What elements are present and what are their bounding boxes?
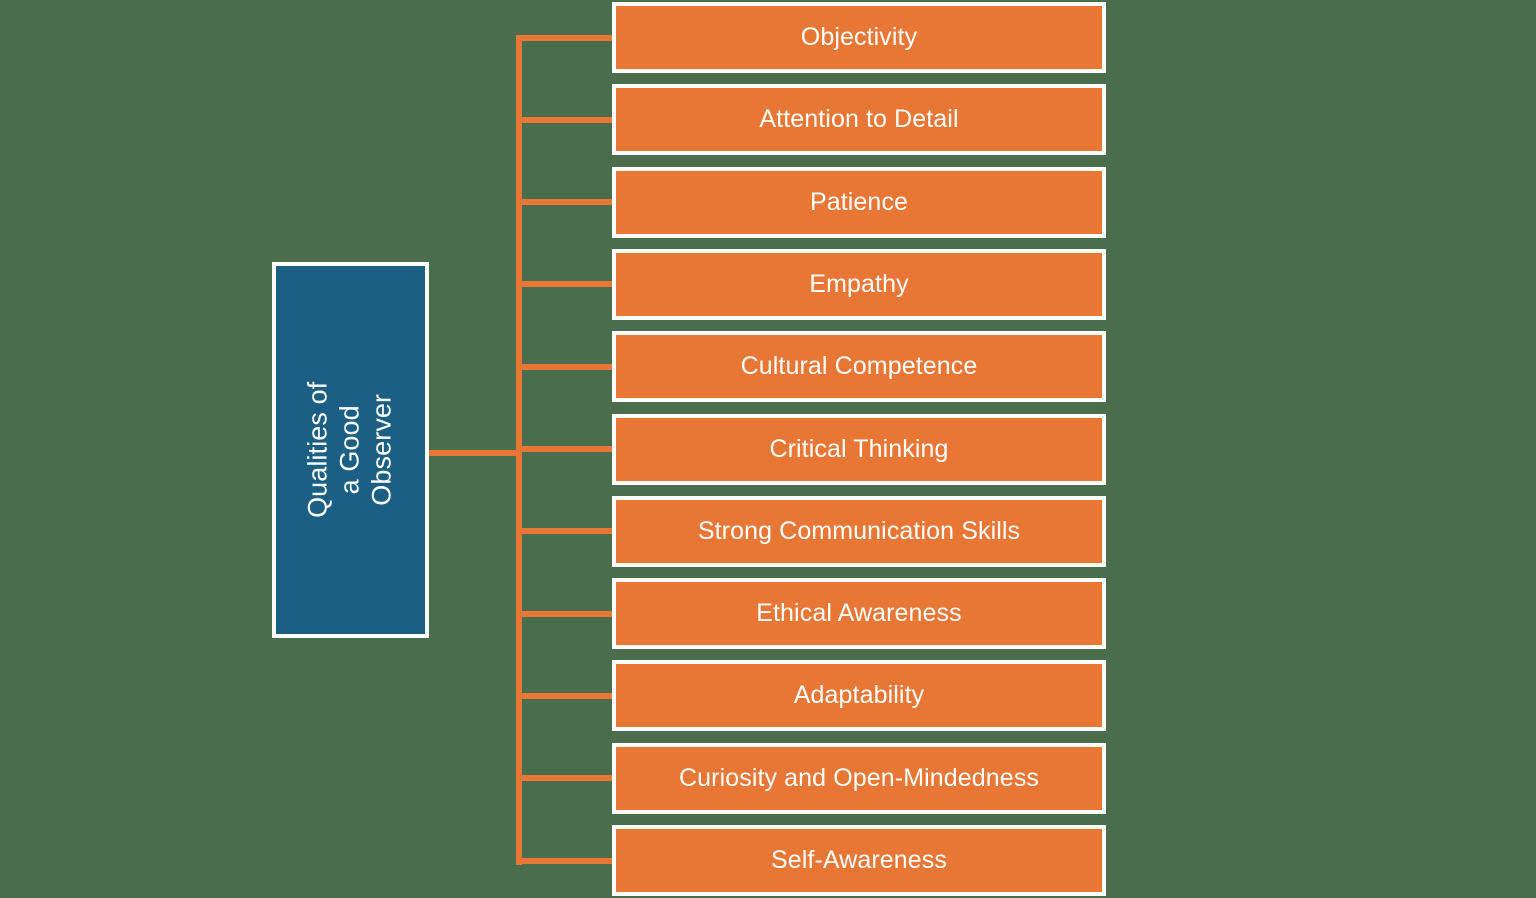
leaf-node-label: Adaptability [793,681,925,710]
leaf-node-label: Patience [809,187,909,216]
connector-branch-6 [516,446,614,452]
root-node-label: Qualities of a Good Observer [302,381,397,519]
connector-branch-7 [516,528,614,535]
connector-branch-9 [516,692,614,699]
connector-root-stem [429,450,521,456]
connector-branch-2 [516,116,614,123]
leaf-node-3[interactable]: Patience [612,166,1106,238]
leaf-node-10[interactable]: Curiosity and Open-Mindedness [612,742,1106,814]
leaf-node-label: Empathy [809,269,909,298]
leaf-node-6[interactable]: Critical Thinking [612,413,1106,485]
connector-branch-8 [516,610,614,617]
leaf-node-label: Cultural Competence [740,352,978,381]
leaf-node-9[interactable]: Adaptability [612,660,1106,732]
leaf-node-label: Curiosity and Open-Mindedness [678,763,1040,792]
leaf-node-1[interactable]: Objectivity [612,2,1106,73]
leaf-node-label: Objectivity [800,23,918,51]
leaf-node-label: Attention to Detail [759,105,959,134]
leaf-node-11[interactable]: Self-Awareness [612,825,1106,896]
leaf-node-label: Ethical Awareness [756,599,962,628]
leaf-node-4[interactable]: Empathy [612,248,1106,320]
connector-branch-1 [516,34,614,41]
leaf-node-label: Critical Thinking [769,434,949,463]
root-node[interactable]: Qualities of a Good Observer [272,262,429,638]
connector-branch-11 [516,857,614,864]
connector-branch-5 [516,363,614,370]
leaf-node-5[interactable]: Cultural Competence [612,331,1106,403]
leaf-node-8[interactable]: Ethical Awareness [612,578,1106,650]
leaf-node-label: Strong Communication Skills [697,516,1021,545]
connector-branch-10 [516,775,614,782]
connector-branch-3 [516,199,614,206]
connector-branch-4 [516,281,614,288]
leaf-node-7[interactable]: Strong Communication Skills [612,495,1106,567]
leaf-node-label: Self-Awareness [770,846,948,874]
leaf-node-2[interactable]: Attention to Detail [612,84,1106,156]
